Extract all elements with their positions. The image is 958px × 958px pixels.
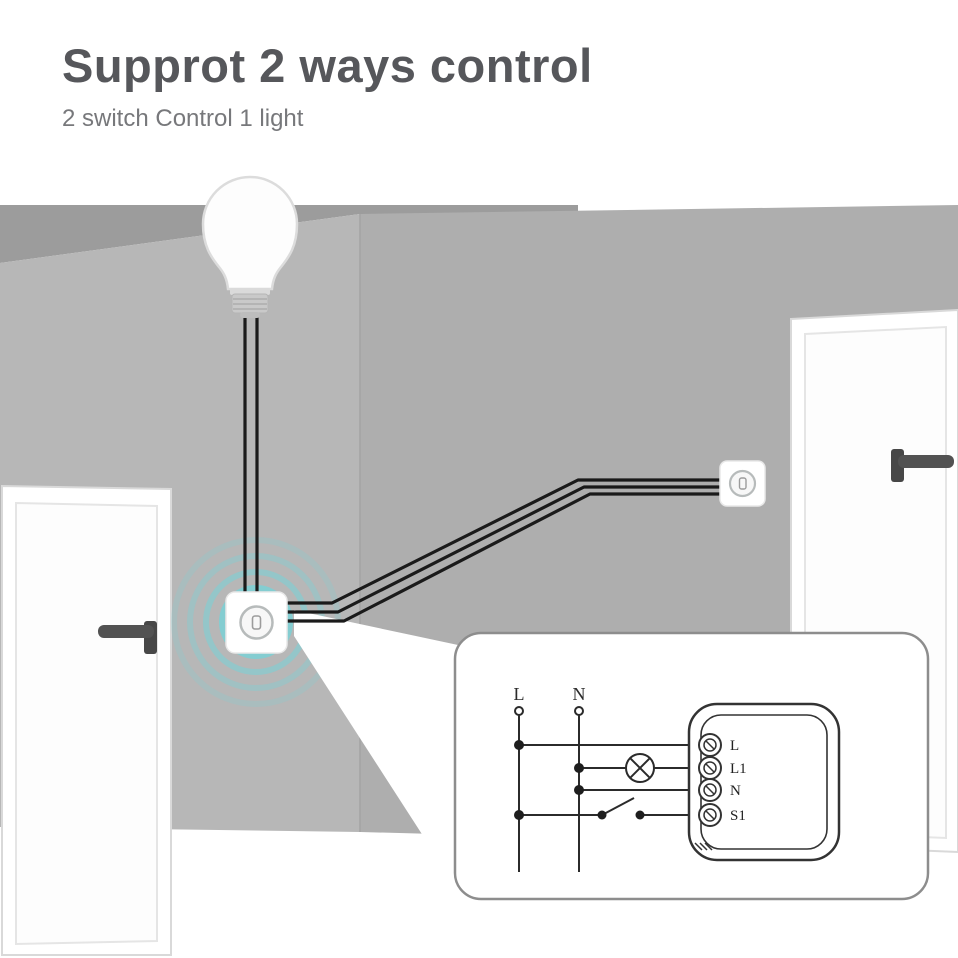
wall-top-band	[0, 205, 578, 263]
junction-dot	[574, 763, 584, 773]
terminal-screw-l	[698, 733, 722, 757]
bulb-wires	[243, 300, 259, 598]
module-inner-outline	[700, 714, 828, 850]
wall-switch	[719, 460, 766, 507]
terminal-screw-s1	[698, 803, 722, 827]
light-bulb-icon	[201, 175, 299, 318]
screw-inner	[703, 738, 717, 752]
module-vents	[694, 842, 713, 851]
wall-switch-button	[728, 469, 757, 498]
smart-switch-module	[225, 591, 288, 654]
zoom-beam	[294, 610, 458, 890]
right-door-handle-lever	[898, 455, 954, 468]
lamp-symbol-icon	[625, 753, 655, 783]
page-subtitle: 2 switch Control 1 light	[62, 104, 304, 132]
terminal-screw-n	[698, 778, 722, 802]
bulb-screw-ridges	[233, 298, 267, 310]
right-door-handle-icon	[891, 449, 954, 482]
module-outline	[687, 702, 841, 862]
switch-contact-dot	[635, 810, 645, 820]
screw-inner	[703, 808, 717, 822]
junction-dots	[514, 740, 645, 820]
screw-slot	[705, 740, 715, 750]
screw-slot	[705, 785, 715, 795]
screw-slot	[705, 810, 715, 820]
switch-wires	[287, 478, 722, 623]
vent-line	[704, 842, 713, 851]
live-terminal-ring	[514, 706, 524, 716]
screw-slot	[705, 763, 715, 773]
junction-dot	[574, 785, 584, 795]
lamp-cross-2	[629, 757, 651, 779]
switch-lever	[601, 797, 635, 816]
header: Supprot 2 ways control 2 switch Control …	[62, 40, 593, 133]
left-door	[1, 484, 172, 956]
page-title: Supprot 2 ways control	[62, 39, 593, 92]
vent-line	[694, 842, 703, 851]
bulb-collar	[230, 288, 270, 295]
terminal-label-n: N	[730, 783, 741, 799]
neutral-terminal-ring	[574, 706, 584, 716]
bulb-tip	[240, 312, 260, 318]
terminal-label-l: L	[730, 738, 739, 754]
switch-contact-dot	[597, 810, 607, 820]
screw-inner	[703, 783, 717, 797]
screw-inner	[703, 761, 717, 775]
junction-dot	[514, 740, 524, 750]
switch-wire-2	[287, 485, 722, 614]
module-glyph-icon	[251, 615, 262, 630]
terminal-label-l1: L1	[730, 761, 747, 777]
live-label: L	[514, 684, 525, 704]
left-door-handle-lever	[98, 625, 154, 638]
left-door-panel	[15, 501, 158, 946]
neutral-label: N	[573, 684, 586, 704]
module-button	[239, 605, 274, 640]
terminal-screw-l1	[698, 756, 722, 780]
switch-wire-1	[287, 478, 722, 605]
wall-switch-glyph-icon	[738, 477, 747, 490]
module-diagram: L L1 N S1	[687, 702, 841, 862]
left-door-handle-icon	[98, 621, 157, 654]
junction-dot	[514, 810, 524, 820]
terminal-label-s1: S1	[730, 808, 746, 824]
wiring-diagram: L N	[514, 684, 841, 872]
vent-line	[699, 842, 708, 851]
switch-wire-3	[287, 492, 722, 623]
